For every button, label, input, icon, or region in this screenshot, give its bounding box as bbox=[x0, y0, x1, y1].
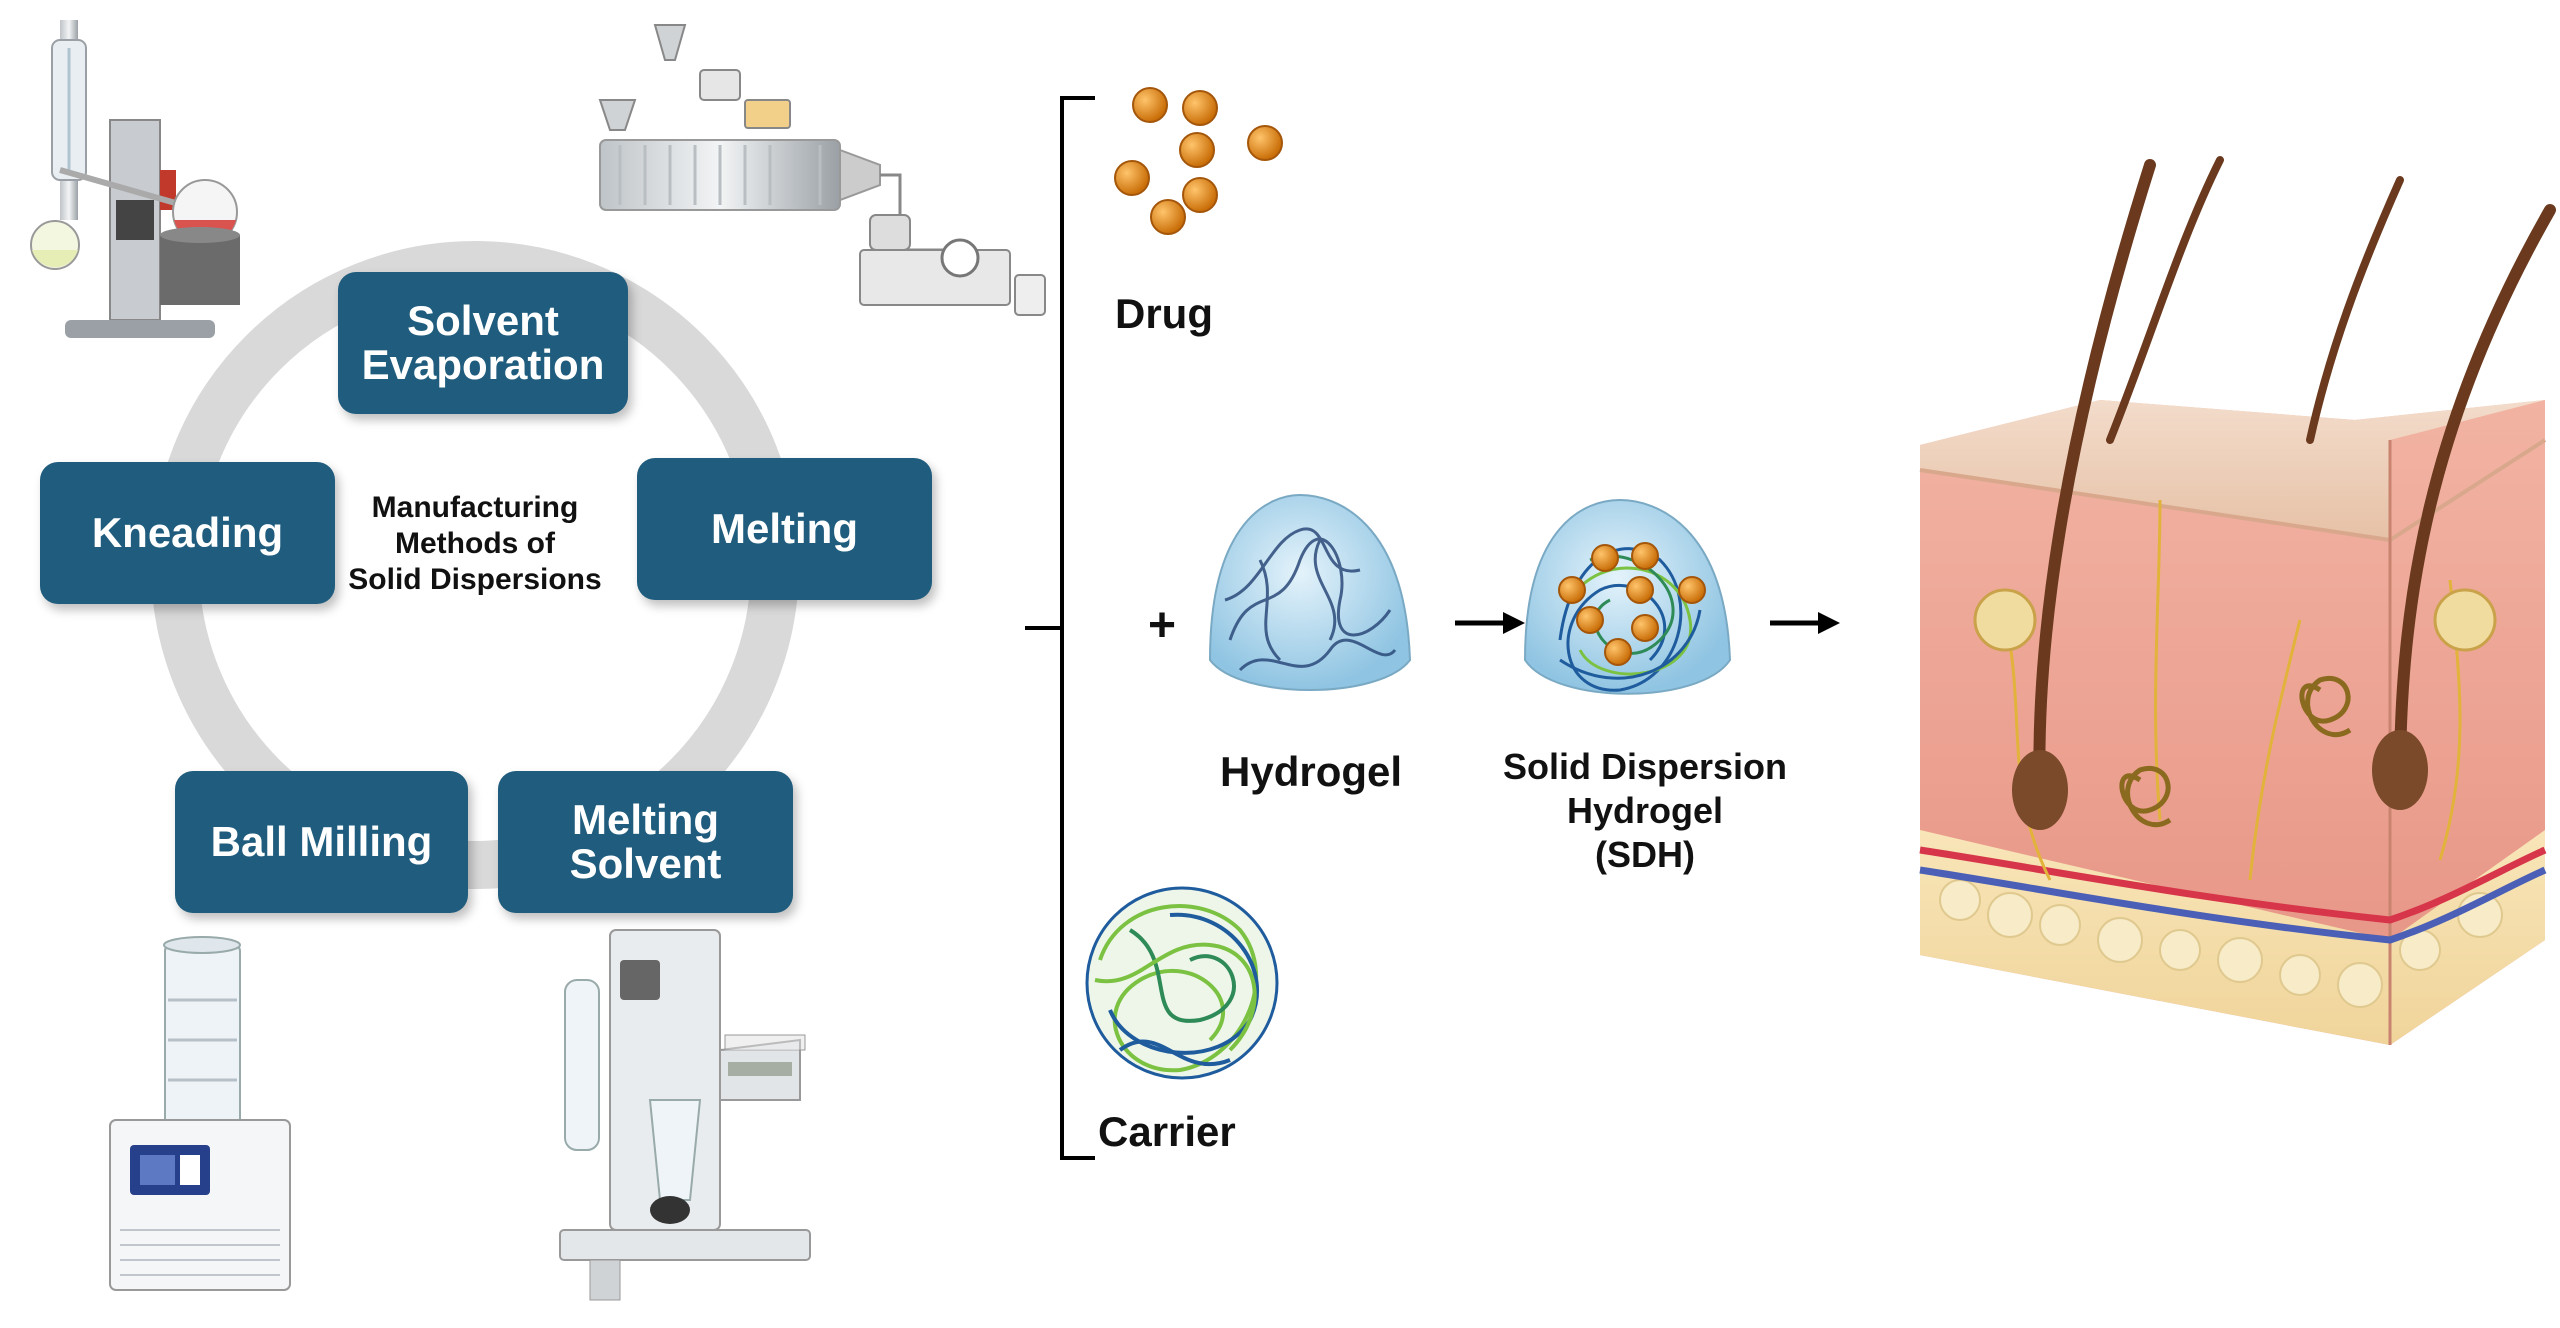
drug-particle bbox=[1247, 125, 1283, 161]
melting-box: Melting bbox=[637, 458, 932, 600]
drug-particle bbox=[1558, 576, 1586, 604]
extruder-illustration bbox=[598, 24, 1046, 316]
melting-solvent-label: Melting Solvent bbox=[569, 796, 722, 887]
spray-dryer-illustration bbox=[559, 929, 811, 1301]
ball-milling-box: Ball Milling bbox=[175, 771, 468, 913]
drug-particle bbox=[1150, 199, 1186, 235]
center-label-line-3: Solid Dispersions bbox=[348, 563, 602, 596]
arrow-hydrogel-to-sdh bbox=[1455, 612, 1525, 634]
carrier-label: Carrier bbox=[1098, 1108, 1236, 1155]
ball-milling-label: Ball Milling bbox=[210, 818, 433, 865]
rotary-evaporator-illustration bbox=[30, 20, 240, 338]
drug-particle bbox=[1576, 606, 1604, 634]
drug-particle bbox=[1631, 542, 1659, 570]
melting-solvent-box: Melting Solvent bbox=[498, 771, 793, 913]
skin-cross-section-illustration bbox=[1919, 156, 2556, 1045]
plus-sign: + bbox=[1148, 599, 1177, 652]
drug-particles bbox=[1114, 87, 1283, 235]
carrier-illustration bbox=[1085, 886, 1279, 1080]
drug-particle bbox=[1114, 160, 1150, 196]
drug-particle bbox=[1631, 614, 1659, 642]
drug-particle bbox=[1678, 576, 1706, 604]
solvent-evaporation-label: Solvent Evaporation bbox=[361, 297, 605, 388]
arrow-sdh-to-skin bbox=[1770, 612, 1840, 634]
drug-particle bbox=[1604, 638, 1632, 666]
hydrogel-illustration bbox=[1208, 493, 1412, 691]
center-label-line-1: Manufacturing bbox=[371, 491, 579, 524]
kneading-box: Kneading bbox=[40, 462, 335, 604]
solvent-evaporation-box: Solvent Evaporation bbox=[338, 272, 628, 414]
hydrogel-label: Hydrogel bbox=[1220, 748, 1403, 795]
drug-particle bbox=[1179, 132, 1215, 168]
drug-particle bbox=[1591, 544, 1619, 572]
center-label-line-2: Methods of bbox=[395, 527, 555, 560]
freeze-dryer-illustration bbox=[109, 936, 291, 1291]
center-label: Manufacturing Methods of Solid Dispersio… bbox=[330, 490, 620, 598]
drug-label: Drug bbox=[1115, 290, 1213, 337]
sdh-label: Solid Dispersion Hydrogel (SDH) bbox=[1502, 746, 1788, 875]
drug-particle bbox=[1182, 90, 1218, 126]
sdh-illustration bbox=[1523, 498, 1732, 695]
melting-label: Melting bbox=[711, 505, 858, 552]
drug-particle bbox=[1182, 177, 1218, 213]
drug-particle bbox=[1626, 576, 1654, 604]
drug-particle bbox=[1132, 87, 1168, 123]
kneading-label: Kneading bbox=[91, 509, 284, 556]
